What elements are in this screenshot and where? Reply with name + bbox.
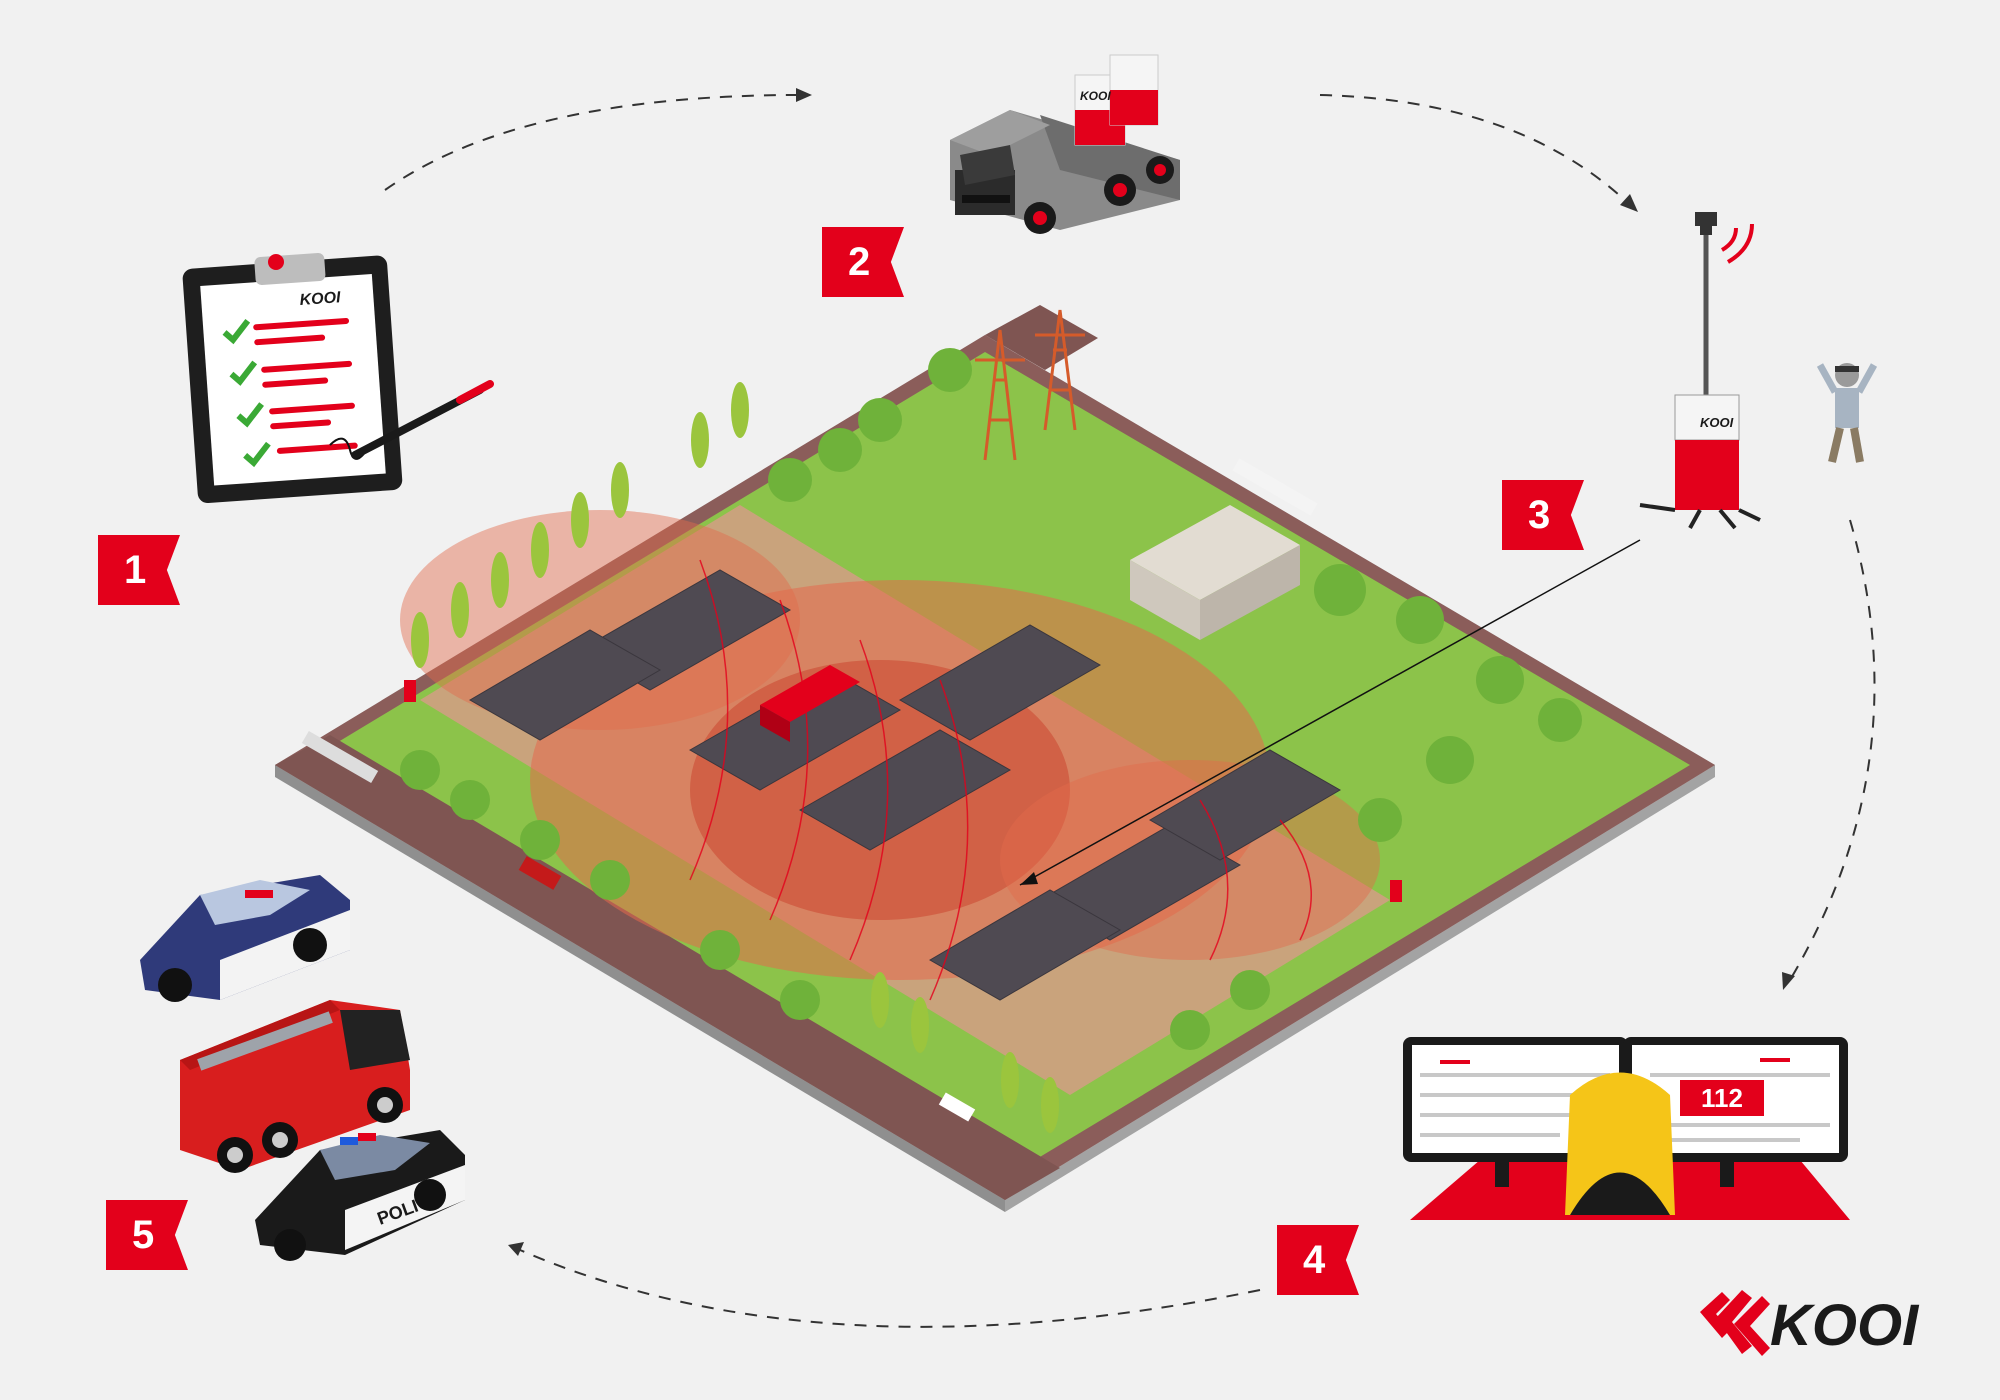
logo-text: KOOI <box>1770 1293 1920 1358</box>
step-badge-3: 3 <box>1502 480 1584 550</box>
solar-park-site <box>275 305 1715 1212</box>
fire-truck-icon <box>180 1000 410 1173</box>
camera-tower-icon: KOOI <box>1639 212 1761 530</box>
intruder-hands-up-icon <box>1816 363 1878 463</box>
police-car-icon <box>140 875 350 1002</box>
process-cycle-arrows <box>384 94 1876 1328</box>
truck-cargo-brand: KOOI <box>1080 89 1111 103</box>
clipboard-checklist-icon: KOOI <box>182 252 494 504</box>
arrow-3-to-4 <box>1789 519 1876 981</box>
operator-monitors-icon: 112 <box>1403 1037 1850 1220</box>
step-badge-2: 2 <box>822 227 904 297</box>
arrow-1-to-2 <box>384 94 801 191</box>
delivery-truck-icon: KOOI <box>950 54 1180 234</box>
arrow-4-to-5 <box>519 1249 1261 1328</box>
kooi-logo: KOOI <box>1700 1290 1920 1358</box>
step-badge-5: 5 <box>106 1200 188 1270</box>
emergency-vehicles-icon: POLICE <box>140 875 465 1261</box>
arrow-2-to-3 <box>1319 94 1631 206</box>
camera-unit-brand: KOOI <box>1700 415 1734 430</box>
emergency-number: 112 <box>1701 1083 1743 1113</box>
arrow-heads <box>508 88 1795 1256</box>
clipboard-brand: KOOI <box>299 289 342 309</box>
step-badge-4: 4 <box>1277 1225 1359 1295</box>
police-car-icon: POLICE <box>255 1130 465 1261</box>
step-badge-1: 1 <box>98 535 180 605</box>
